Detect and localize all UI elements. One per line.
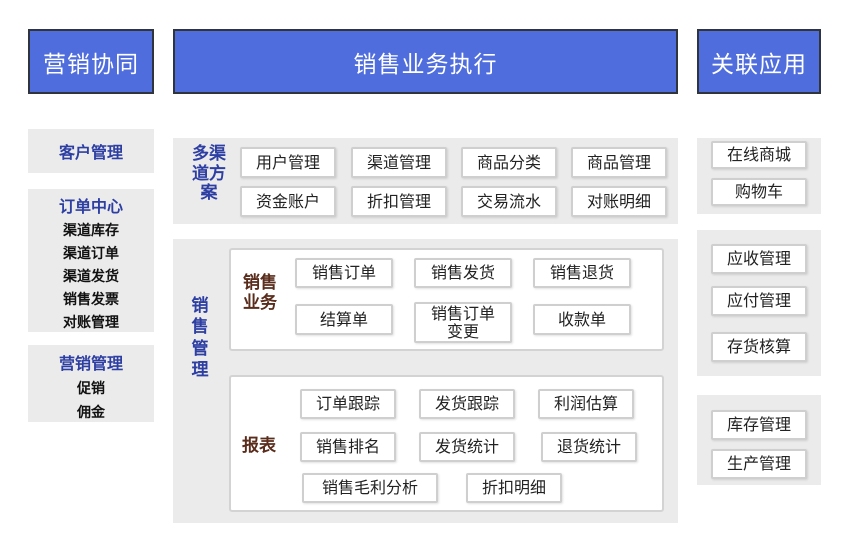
order-change-line: 销售订单	[430, 303, 495, 323]
box-shopping-cart[interactable]: 购物车	[711, 178, 807, 206]
box-discount-mgmt[interactable]: 折扣管理	[351, 186, 447, 217]
box-fund-account[interactable]: 资金账户	[240, 186, 336, 217]
marketing-mgmt-panel: 营销管理 促销 佣金	[28, 345, 154, 422]
report-title: 报表	[242, 436, 276, 456]
box-delivery-stats[interactable]: 发货统计	[419, 432, 515, 462]
box-return-stats[interactable]: 退货统计	[541, 432, 637, 462]
sales-business-title-line: 业务	[243, 292, 277, 313]
header-sales-execution: 销售业务执行	[173, 29, 678, 94]
header-marketing-collab: 营销协同	[28, 29, 154, 94]
order-center-item: 渠道订单	[63, 246, 119, 262]
box-order-tracking[interactable]: 订单跟踪	[300, 389, 396, 419]
box-settlement[interactable]: 结算单	[295, 304, 393, 335]
marketing-item: 佣金	[77, 405, 105, 421]
order-center-title: 订单中心	[58, 197, 123, 216]
box-inventory-accounting[interactable]: 存货核算	[711, 332, 807, 362]
customer-mgmt-panel: 客户管理	[28, 129, 154, 173]
box-production-mgmt[interactable]: 生产管理	[711, 449, 807, 479]
box-gross-profit-analysis[interactable]: 销售毛利分析	[302, 473, 438, 503]
box-inventory-mgmt[interactable]: 库存管理	[711, 410, 807, 440]
order-center-panel: 订单中心 渠道库存 渠道订单 渠道发货 销售发票 对账管理	[28, 189, 154, 332]
order-center-item: 渠道发货	[63, 269, 119, 285]
box-sales-order[interactable]: 销售订单	[295, 258, 393, 288]
box-channel-mgmt[interactable]: 渠道管理	[351, 147, 447, 178]
box-sales-ranking[interactable]: 销售排名	[300, 432, 396, 462]
order-center-item: 渠道库存	[63, 223, 119, 239]
box-receivables[interactable]: 应收管理	[711, 244, 807, 274]
box-product-category[interactable]: 商品分类	[461, 147, 557, 178]
order-change-line: 变更	[446, 321, 479, 341]
sales-mgmt-title-char: 售	[191, 317, 209, 338]
box-online-mall[interactable]: 在线商城	[711, 141, 807, 169]
multichannel-title-line: 道方	[192, 163, 226, 184]
sales-mgmt-title-char: 销	[191, 296, 209, 316]
box-sales-order-change[interactable]: 销售订单 变更	[414, 302, 512, 343]
sales-mgmt-title-char: 理	[191, 359, 209, 380]
box-reconciliation-detail[interactable]: 对账明细	[571, 186, 667, 217]
box-delivery-tracking[interactable]: 发货跟踪	[419, 389, 515, 419]
order-center-item: 对账管理	[63, 315, 119, 331]
sales-business-title: 销售 业务	[236, 273, 284, 322]
box-receipt[interactable]: 收款单	[533, 304, 631, 335]
multichannel-title: 多渠 道方 案	[184, 144, 234, 215]
box-sales-delivery[interactable]: 销售发货	[414, 258, 512, 288]
sales-mgmt-title: 销 售 管 理	[186, 296, 214, 386]
customer-mgmt-label: 客户管理	[58, 143, 123, 162]
box-profit-estimate[interactable]: 利润估算	[538, 389, 634, 419]
multichannel-title-line: 案	[200, 183, 218, 204]
multichannel-title-line: 多渠	[192, 144, 226, 164]
box-product-mgmt[interactable]: 商品管理	[571, 147, 667, 178]
marketing-mgmt-title: 营销管理	[58, 354, 123, 373]
box-user-mgmt[interactable]: 用户管理	[240, 147, 336, 178]
order-center-item: 销售发票	[63, 292, 119, 308]
sales-business-title-line: 销售	[243, 273, 277, 293]
header-related-apps: 关联应用	[697, 29, 821, 94]
box-payables[interactable]: 应付管理	[711, 286, 807, 316]
sales-mgmt-title-char: 管	[191, 338, 209, 359]
box-sales-return[interactable]: 销售退货	[533, 258, 631, 288]
marketing-item: 促销	[77, 381, 105, 397]
box-transaction-flow[interactable]: 交易流水	[461, 186, 557, 217]
box-discount-detail[interactable]: 折扣明细	[466, 473, 562, 503]
